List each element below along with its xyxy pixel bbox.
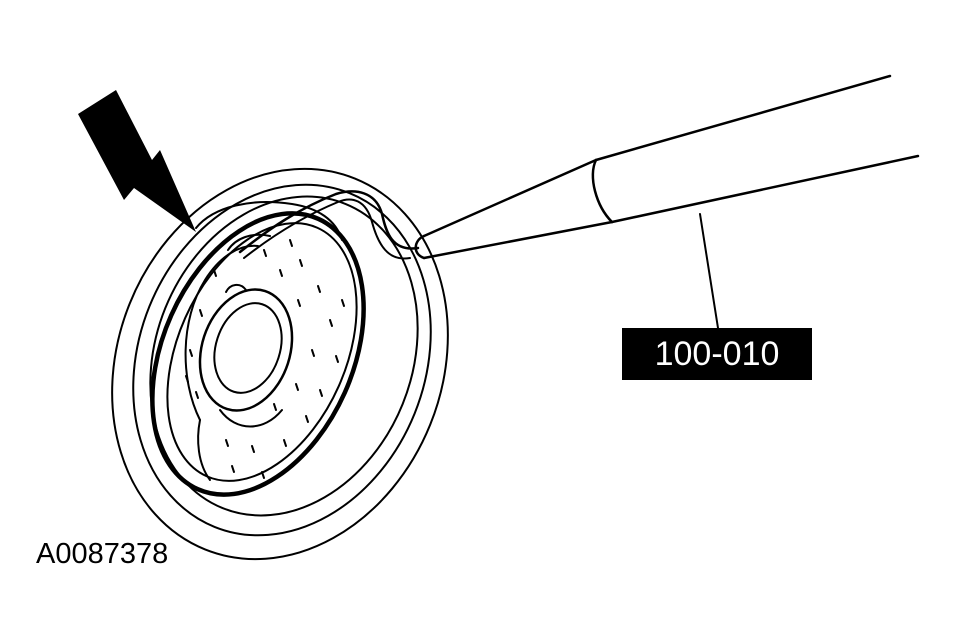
figure-id: A0087378 — [36, 538, 169, 570]
seal-lip-bulge — [195, 201, 343, 241]
arrow-icon — [78, 90, 196, 232]
seal-face-crease — [197, 419, 211, 481]
pick-tool-hook-wire — [238, 190, 420, 254]
tool-number-label: 100-010 — [622, 328, 812, 380]
hub-shadow-edge — [219, 409, 283, 428]
hub-notch — [225, 284, 247, 293]
hub-outer — [198, 288, 294, 412]
seal-lip-fold — [227, 233, 271, 251]
pick-tool-taper-bottom — [422, 220, 614, 260]
pick-tool-handle-top — [594, 74, 892, 162]
pick-tool-tip — [414, 234, 426, 260]
tool-leader-line — [699, 213, 719, 329]
seal-face-texture — [185, 239, 345, 479]
pick-tool-ferrule — [591, 158, 614, 224]
seal-face-boundary — [184, 244, 259, 421]
pick-tool-hook-wire-inner — [243, 198, 411, 260]
housing-second-ring — [132, 183, 432, 537]
seal-outer-edge — [150, 211, 366, 497]
hub-inner — [213, 302, 283, 394]
housing-outer-ring — [111, 167, 449, 561]
housing-third-ring — [149, 195, 419, 517]
pick-tool-handle-bottom — [610, 154, 920, 224]
pick-tool-taper-top — [422, 158, 598, 238]
